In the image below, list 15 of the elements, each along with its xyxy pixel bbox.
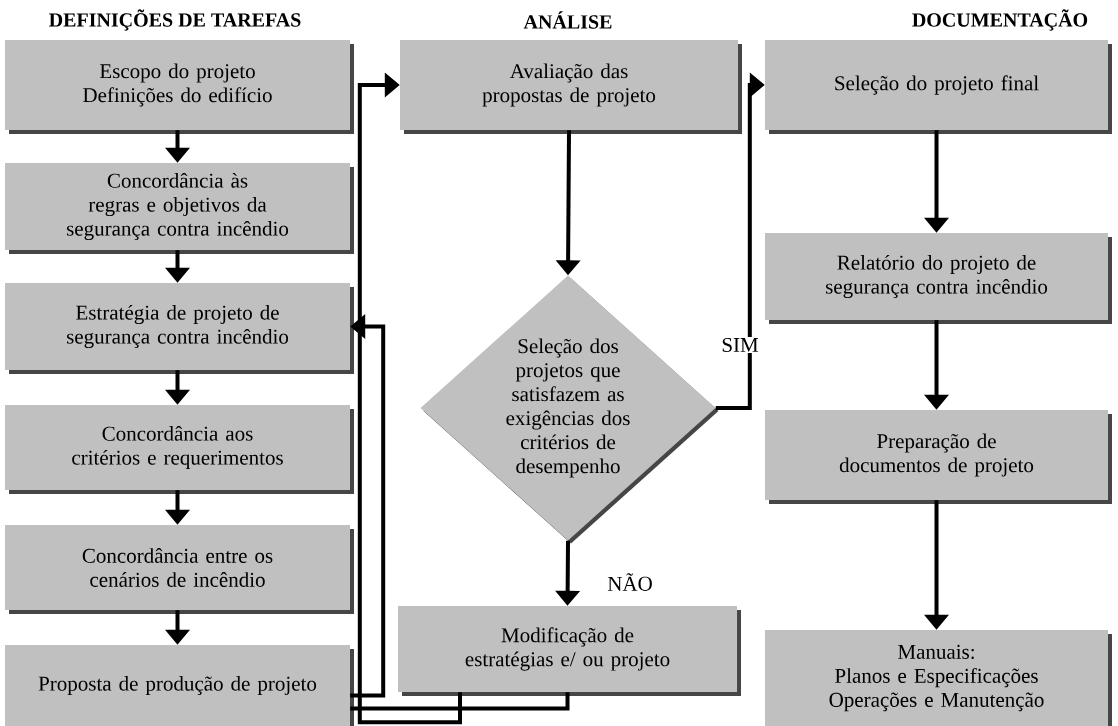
process-box: Escopo do projeto Definições do edifício xyxy=(5,40,354,134)
process-box: Concordância entre os cenários de incêndio xyxy=(5,525,354,614)
process-box: Modificação de estratégias e/ ou projeto xyxy=(398,606,741,696)
edge-label: NÃO xyxy=(606,572,654,592)
edge-label: SIM xyxy=(720,336,760,354)
process-box: Avaliação das propostas de projeto xyxy=(400,40,742,134)
process-box: Estratégia de projeto de segurança contra incêndio xyxy=(5,283,354,374)
process-box: Relatório do projeto de segurança contra incêndio xyxy=(765,233,1112,324)
process-box: Preparação de documentos de projeto xyxy=(765,410,1112,504)
process-box: Seleção do projeto final xyxy=(765,40,1112,134)
arrow xyxy=(357,72,462,725)
process-box: Concordância aos critérios e requerimentos xyxy=(5,405,354,494)
process-box: Proposta de produção de projeto xyxy=(5,645,354,726)
process-box: Concordância às regras e objetivos da segurança contra incêndio xyxy=(5,163,354,254)
process-box: Manuais: Planos e Especificações Operações e Manutenção xyxy=(765,630,1112,726)
